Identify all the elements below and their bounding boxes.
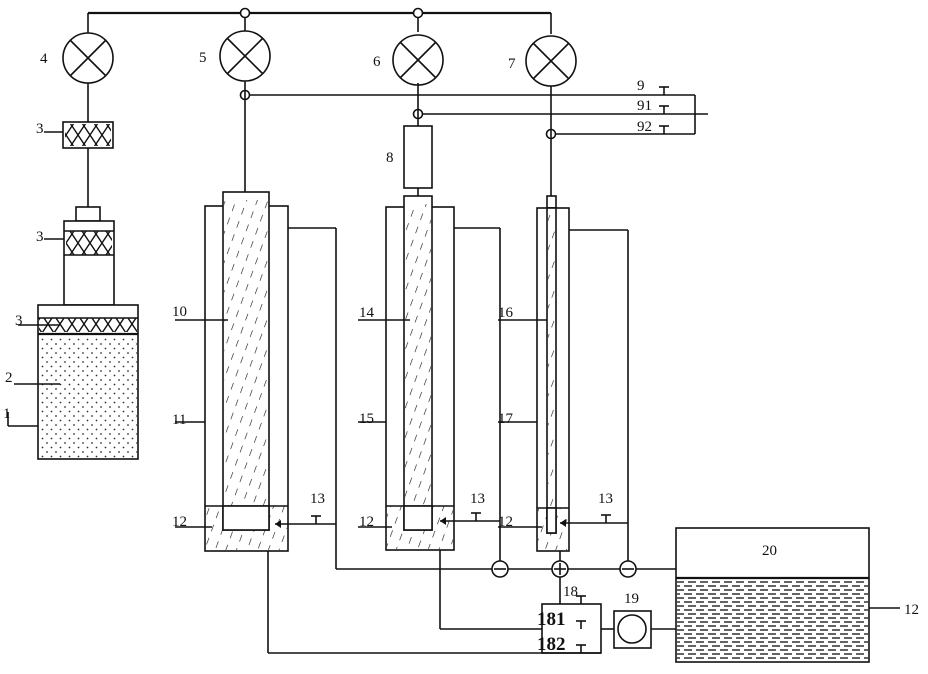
label-12: 12 <box>172 514 187 530</box>
label-5: 5 <box>199 50 207 66</box>
valve-5[interactable] <box>219 30 271 82</box>
valve-4[interactable] <box>62 32 114 84</box>
stopcock-icon[interactable] <box>576 595 586 604</box>
column-3 <box>536 86 629 604</box>
column-2 <box>385 83 501 629</box>
stopcock-icon[interactable] <box>601 514 611 523</box>
label-12: 12 <box>359 514 374 530</box>
header-lines <box>239 86 708 140</box>
stopcock-icon[interactable] <box>311 515 321 524</box>
label-14: 14 <box>359 305 375 321</box>
label-8: 8 <box>386 150 394 166</box>
feed-line-left <box>62 83 115 306</box>
label-16: 16 <box>498 305 514 321</box>
column-1 <box>204 81 337 653</box>
top-manifold <box>87 7 552 34</box>
label-13: 13 <box>598 491 613 507</box>
leader-lines <box>7 131 547 528</box>
label-11: 11 <box>172 412 186 428</box>
sampling-manifold <box>541 603 602 654</box>
label-7: 7 <box>508 56 516 72</box>
label-181: 181 <box>537 609 566 630</box>
pump-icon[interactable] <box>613 610 652 649</box>
label-91: 91 <box>637 98 652 114</box>
label-3-screen: 3 <box>15 313 23 329</box>
label-182: 182 <box>537 634 566 655</box>
stopcock-icon[interactable] <box>471 512 481 521</box>
label-3-cartridge: 3 <box>36 229 44 245</box>
label-18: 18 <box>563 584 578 600</box>
label-9: 9 <box>637 78 645 94</box>
label-12: 12 <box>904 602 919 618</box>
label-17: 17 <box>498 411 514 427</box>
valve-6[interactable] <box>392 34 444 86</box>
label-4: 4 <box>40 51 48 67</box>
label-19: 19 <box>624 591 639 607</box>
tank-20 <box>675 527 900 663</box>
stopcock-icon[interactable] <box>659 86 669 95</box>
label-13: 13 <box>470 491 485 507</box>
label-92: 92 <box>637 119 652 135</box>
stopcock-icon[interactable] <box>659 125 669 134</box>
label-2: 2 <box>5 370 13 386</box>
label-1: 1 <box>3 406 11 422</box>
labels: 1 2 3 3 3 4 5 6 7 8 9 91 92 10 11 12 13 … <box>3 50 919 655</box>
label-6: 6 <box>373 54 381 70</box>
label-15: 15 <box>359 411 374 427</box>
label-12: 12 <box>498 514 513 530</box>
label-13: 13 <box>310 491 325 507</box>
valve-7[interactable] <box>525 35 577 87</box>
label-3-filter: 3 <box>36 121 44 137</box>
label-20: 20 <box>762 543 777 559</box>
check-valve-icon <box>239 7 251 19</box>
return-lines <box>268 560 676 654</box>
label-10: 10 <box>172 304 187 320</box>
stopcock-icon[interactable] <box>576 620 586 629</box>
check-valve-icon <box>412 7 424 19</box>
reservoir <box>37 304 139 460</box>
stopcock-icon[interactable] <box>659 105 669 114</box>
stopcock-icon[interactable] <box>576 644 586 653</box>
